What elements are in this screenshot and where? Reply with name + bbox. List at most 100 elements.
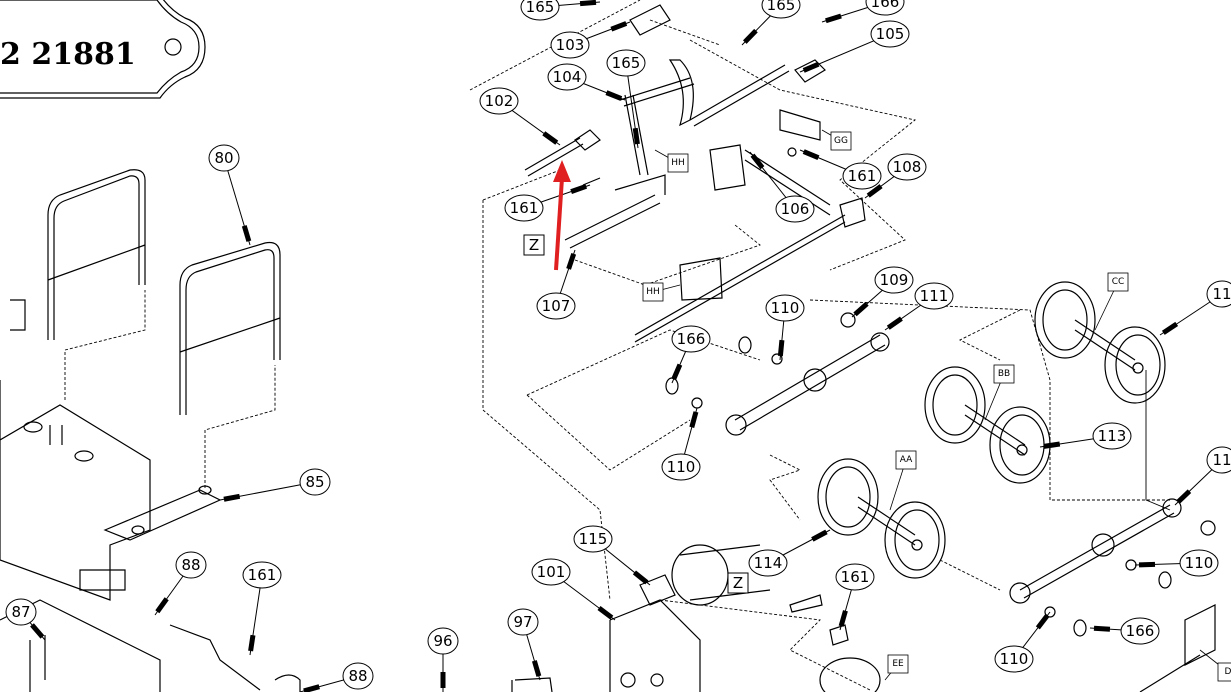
- callout-bubble: [835, 563, 875, 591]
- callout-110: 110: [765, 294, 805, 361]
- leader-arrowhead: [579, 0, 597, 7]
- reference-box-HH: HH: [642, 282, 681, 302]
- section-letter: Z: [529, 236, 539, 254]
- callout-166: 166: [671, 325, 711, 384]
- callout-number: 115: [579, 530, 608, 548]
- callout-bubble: [242, 561, 282, 589]
- callout-165: 165: [741, 0, 801, 46]
- callout-number: 80: [214, 149, 233, 167]
- callout-161: 161: [504, 183, 591, 222]
- reference-box: [830, 131, 852, 151]
- callout-number: 166: [1126, 622, 1155, 640]
- callout-number: 103: [556, 36, 585, 54]
- leader-arrowhead: [241, 225, 252, 242]
- callout-85: 85: [219, 468, 331, 502]
- callout-bubble: [661, 453, 701, 481]
- callout-number: 166: [871, 0, 900, 11]
- reference-box: [1107, 272, 1129, 292]
- callout-bubble: [1092, 422, 1132, 450]
- callout-number: 105: [876, 25, 905, 43]
- callout-number: 11: [1212, 451, 1231, 469]
- callout-bubble: [573, 525, 613, 553]
- handrails: [47, 169, 281, 415]
- callout-number: 161: [841, 568, 870, 586]
- callout-number: 110: [1185, 554, 1214, 572]
- leader-arrowhead: [542, 131, 559, 145]
- callout-165: 165: [520, 0, 601, 21]
- callout-number: 113: [1098, 427, 1127, 445]
- callout-number: 114: [754, 554, 783, 572]
- callout-114: 114: [748, 529, 831, 577]
- reference-box-GG: GG: [821, 129, 852, 151]
- callout-105: 105: [799, 20, 910, 73]
- callout-87: 87: [5, 598, 46, 641]
- callout-number: 165: [612, 54, 641, 72]
- callout-104: 104: [547, 63, 626, 101]
- callout-bubble: [874, 266, 914, 294]
- callout-number: 110: [771, 299, 800, 317]
- leader-arrowhead: [671, 363, 683, 381]
- leader-arrowhead: [30, 623, 45, 639]
- callout-number: 165: [526, 0, 555, 16]
- callout-bubble: [342, 662, 374, 690]
- reference-box: [1217, 662, 1231, 682]
- reference-box: [895, 450, 917, 470]
- callout-bubble: [914, 282, 954, 310]
- callout-bubble: [208, 144, 240, 172]
- callout-bubble: [175, 551, 207, 579]
- callout-number: 97: [513, 613, 532, 631]
- leader-arrowhead: [610, 21, 628, 32]
- callout-bubble: [1206, 446, 1231, 474]
- callout-110: 110: [994, 611, 1051, 673]
- callout-number: 165: [767, 0, 796, 14]
- reference-box: [993, 364, 1015, 384]
- leader-arrowhead: [531, 660, 542, 677]
- leader-arrowhead: [811, 529, 828, 542]
- callout-number: 109: [880, 271, 909, 289]
- callout-bubble: [479, 87, 519, 115]
- reference-box-CC: CC: [1094, 272, 1129, 331]
- callout-bubble: [504, 194, 544, 222]
- coupling-rods: [665, 312, 1216, 637]
- reference-letter: HH: [671, 158, 685, 168]
- callout-bubble: [427, 627, 459, 655]
- reference-box: [887, 654, 909, 674]
- callout-165: 165: [606, 49, 646, 149]
- leader-arrowhead: [632, 570, 649, 585]
- callout-107: 107: [536, 249, 577, 320]
- reference-box-BB: BB: [984, 364, 1015, 421]
- callout-bubble: [994, 645, 1034, 673]
- callout-bubble: [671, 325, 711, 353]
- nameplate: 2 21881: [0, 0, 206, 99]
- leader-arrowhead: [825, 13, 842, 24]
- callout-number: 161: [510, 199, 539, 217]
- leader-arrowhead: [777, 339, 785, 357]
- callout-number: 88: [181, 556, 200, 574]
- callout-bubble: [1179, 549, 1219, 577]
- callout-number: 85: [305, 473, 324, 491]
- callout-103: 103: [550, 21, 631, 59]
- callout-number: 104: [553, 68, 582, 86]
- callout-number: 166: [677, 330, 706, 348]
- callout-number: 87: [11, 603, 30, 621]
- leader-arrowhead: [853, 301, 869, 317]
- callout-111: 111: [884, 282, 954, 331]
- callout-bubble: [748, 549, 788, 577]
- callout-161: 161: [799, 149, 882, 190]
- leader-arrowhead: [886, 316, 903, 330]
- callout-bubble: [606, 49, 646, 77]
- reference-box-EE: EE: [884, 654, 909, 681]
- leader-arrowhead: [570, 183, 588, 194]
- callout-102: 102: [479, 87, 561, 146]
- callout-109: 109: [851, 266, 914, 318]
- reference-letter: D: [1225, 667, 1231, 677]
- reference-box: [642, 282, 664, 302]
- leader-arrowhead: [303, 684, 320, 692]
- reference-letter: BB: [998, 369, 1010, 379]
- reference-box-HH: HH: [654, 149, 689, 173]
- callout-number: 11: [1212, 285, 1231, 303]
- callout-101: 101: [531, 558, 616, 621]
